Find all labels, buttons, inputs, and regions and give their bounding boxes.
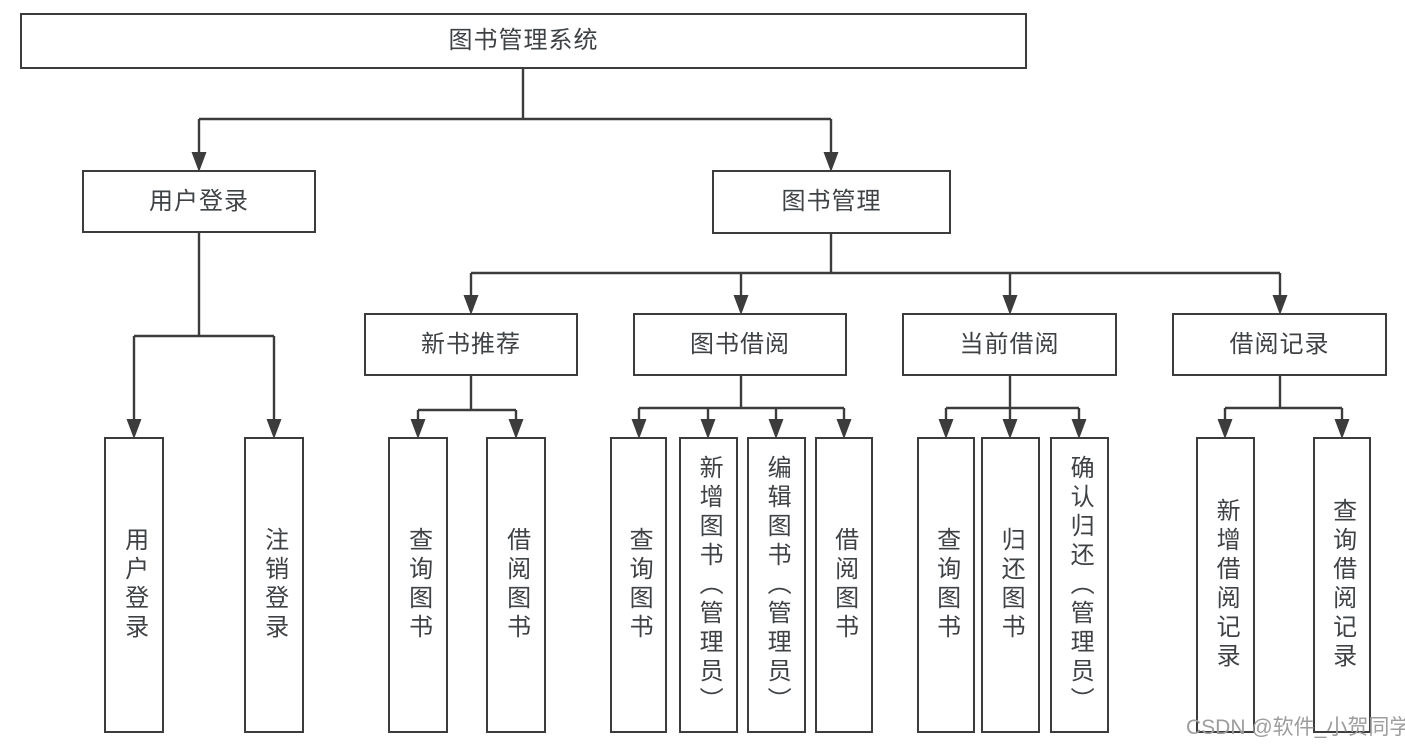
node-label: 注销登录	[260, 527, 288, 643]
node-label: 查询图书	[932, 527, 960, 643]
connector-book-management-children	[463, 234, 1288, 315]
node-leaf-query-books-1: 查询图书	[388, 437, 448, 733]
node-book-borrow: 图书借阅	[633, 313, 847, 376]
node-label: 新书推荐	[421, 330, 521, 358]
node-leaf-borrow-books-1: 借阅图书	[486, 437, 546, 733]
csdn-watermark: CSDN @软件_小贺同学	[1186, 716, 1405, 739]
connector-book-borrow-children	[631, 376, 852, 439]
node-leaf-logout: 注销登录	[244, 437, 304, 733]
node-label: 借阅记录	[1229, 330, 1330, 358]
node-leaf-return-books: 归还图书	[981, 437, 1040, 733]
node-label: 新增图书（管理员）	[695, 454, 723, 716]
node-leaf-borrow-books-2: 借阅图书	[815, 437, 873, 733]
node-leaf-add-borrow-record: 新增借阅记录	[1196, 437, 1255, 733]
connector-current-borrow-children	[938, 376, 1087, 439]
node-leaf-add-books-admin: 新增图书（管理员）	[679, 437, 738, 733]
node-label: 借阅图书	[830, 527, 858, 643]
node-user-login: 用户登录	[82, 170, 316, 233]
node-label: 借阅图书	[502, 527, 530, 643]
node-leaf-edit-books-admin: 编辑图书（管理员）	[747, 437, 806, 733]
node-label: 当前借阅	[959, 330, 1060, 358]
node-label: 图书借阅	[690, 330, 790, 358]
connector-root-to-level1	[191, 69, 839, 172]
node-label: 归还图书	[997, 527, 1025, 643]
connector-borrow-records-children	[1217, 376, 1350, 439]
node-leaf-query-books-2: 查询图书	[610, 437, 667, 733]
node-book-management: 图书管理	[712, 170, 951, 234]
node-label: 编辑图书（管理员）	[763, 454, 791, 716]
node-label: 图书管理系统	[448, 27, 599, 54]
node-label: 查询借阅记录	[1328, 498, 1356, 672]
connector-user-login-children	[126, 233, 282, 439]
node-leaf-query-books-3: 查询图书	[917, 437, 975, 733]
node-label: 新增借阅记录	[1212, 498, 1240, 672]
node-root: 图书管理系统	[20, 13, 1027, 69]
node-leaf-user-login: 用户登录	[104, 437, 164, 733]
node-label: 用户登录	[120, 527, 148, 643]
node-label: 用户登录	[149, 187, 249, 215]
node-leaf-query-borrow-record: 查询借阅记录	[1313, 437, 1371, 733]
node-leaf-confirm-return-admin: 确认归还（管理员）	[1050, 437, 1109, 733]
node-label: 查询图书	[404, 527, 432, 643]
node-current-borrow: 当前借阅	[902, 313, 1117, 376]
node-borrow-records: 借阅记录	[1172, 313, 1387, 376]
connector-new-book-children	[410, 376, 524, 439]
node-label: 确认归还（管理员）	[1066, 454, 1094, 716]
node-new-book-recommend: 新书推荐	[364, 313, 578, 376]
node-label: 查询图书	[625, 527, 653, 643]
node-label: 图书管理	[781, 188, 882, 215]
